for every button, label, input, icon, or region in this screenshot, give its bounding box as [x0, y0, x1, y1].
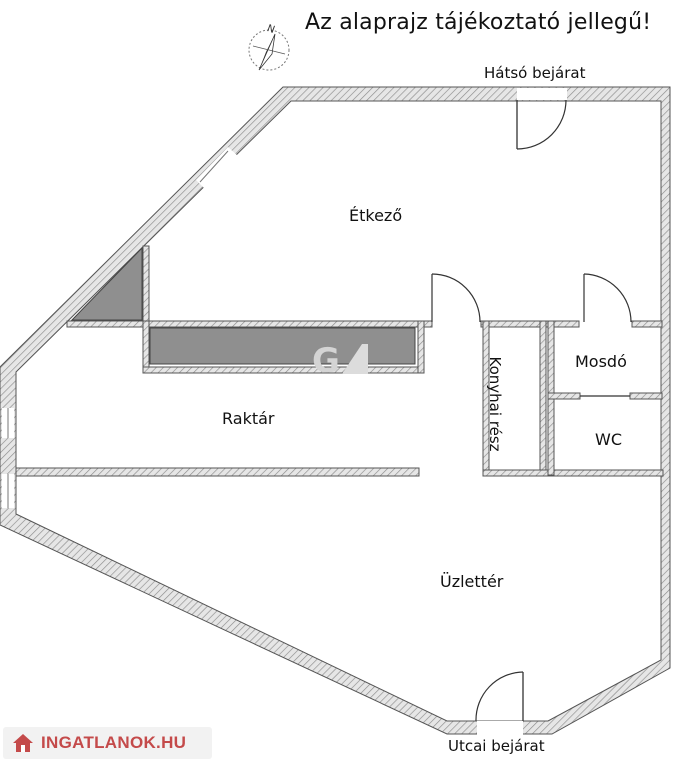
ingatlanok-brand-badge[interactable]: INGATLANOK.HU [3, 727, 212, 759]
brand-text: INGATLANOK.HU [41, 733, 187, 752]
room-label-shop: Üzlettér [440, 572, 504, 591]
back-entrance-label: Hátsó bejárat [484, 64, 586, 82]
back-door [516, 88, 567, 150]
window-openings [2, 147, 238, 508]
svg-text:G: G [312, 341, 340, 378]
room-label-wc: WC [595, 430, 622, 449]
compass-icon [248, 29, 290, 71]
room-label-dining: Étkező [349, 206, 403, 225]
interior-doors [431, 273, 632, 397]
house-icon [13, 734, 33, 752]
solid-blocks [70, 246, 416, 365]
room-label-storage: Raktár [222, 409, 275, 428]
g-watermark-icon: G [312, 341, 368, 378]
interior-walls [15, 245, 664, 477]
room-label-kitchen: Konyhai rész [486, 356, 504, 452]
street-door [475, 671, 524, 735]
outer-wall [0, 86, 671, 735]
plan-disclaimer-title: Az alaprajz tájékoztató jellegű! [305, 10, 652, 35]
room-label-washroom: Mosdó [575, 352, 627, 371]
street-entrance-label: Utcai bejárat [448, 737, 545, 755]
